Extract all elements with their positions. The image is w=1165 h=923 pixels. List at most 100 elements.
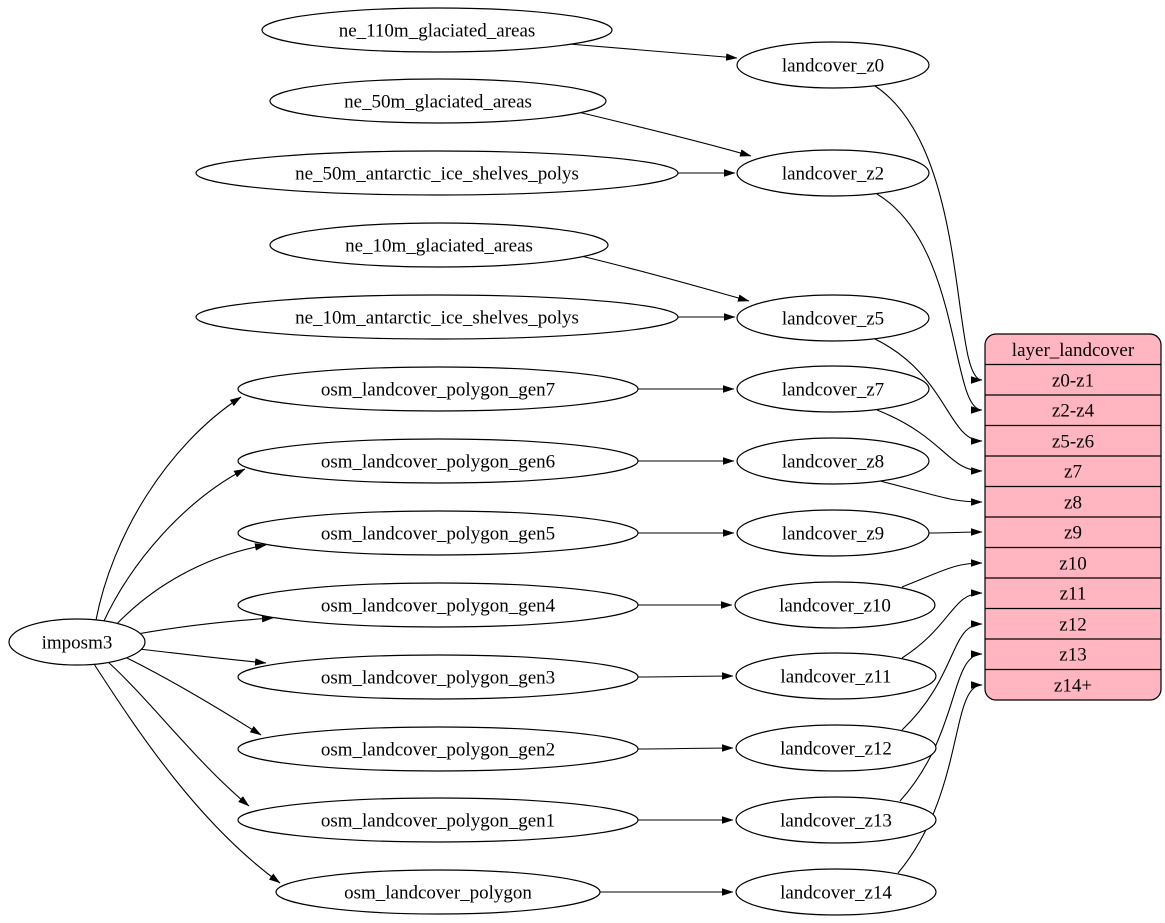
node-osm_landcover_polygon_gen3-shape [237,654,639,700]
edge-landcover_z9-row-z9 [928,528,983,536]
node-landcover_z11-shape [735,652,937,700]
node-landcover_z0-shape [736,41,930,89]
edge-ne_50m_glaciated_areas-landcover_z2 [577,111,752,157]
node-osm_landcover_polygon_gen6-shape [237,438,639,484]
node-osm_landcover_polygon_gen2-shape [237,726,639,772]
edge-imposm3-osm_landcover_polygon_gen4 [136,615,274,635]
node-osm_landcover_polygon_gen3: osm_landcover_polygon_gen3 [237,654,639,700]
node-osm_landcover_polygon_gen1-label: osm_landcover_polygon_gen1 [321,811,555,832]
table-row-z5-z6: z5-z6 [1052,432,1094,453]
table-row-z12: z12 [1059,615,1086,636]
node-landcover_z13-shape [735,796,937,844]
node-osm_landcover_polygon_gen4-label: osm_landcover_polygon_gen4 [321,596,556,617]
node-ne_10m_antarctic_ice_shelves_polys-label: ne_10m_antarctic_ice_shelves_polys [295,308,579,329]
node-landcover_z9: landcover_z9 [736,509,930,557]
edge-imposm3-osm_landcover_polygon_gen5 [112,543,267,629]
node-landcover_z10: landcover_z10 [734,581,936,629]
edge-layer [93,43,983,896]
edge-imposm3-osm_landcover_polygon [93,663,281,884]
node-osm_landcover_polygon_gen5-label: osm_landcover_polygon_gen5 [321,524,555,545]
node-ne_10m_antarctic_ice_shelves_polys: ne_10m_antarctic_ice_shelves_polys [195,294,679,340]
node-landcover_z13-label: landcover_z13 [780,811,892,832]
edge-landcover_z14-row-z14 [897,681,983,874]
node-ne_10m_glaciated_areas: ne_10m_glaciated_areas [269,222,609,268]
node-landcover_z14: landcover_z14 [735,868,937,916]
edge-landcover_z8-row-z8 [879,480,983,506]
node-ne_50m_glaciated_areas-label: ne_50m_glaciated_areas [344,92,532,113]
table-row-z8: z8 [1064,493,1082,514]
node-osm_landcover_polygon-label: osm_landcover_polygon [344,883,532,904]
node-imposm3-label: imposm3 [42,633,113,654]
edge-ne_10m_glaciated_areas-landcover_z5 [580,255,750,302]
edge-imposm3-osm_landcover_polygon_gen2 [122,655,262,736]
node-osm_landcover_polygon_gen3-label: osm_landcover_polygon_gen3 [321,668,555,689]
node-osm_landcover_polygon_gen7-shape [237,366,639,412]
node-landcover_z9-shape [736,509,930,557]
node-osm_landcover_polygon: osm_landcover_polygon [275,869,601,915]
node-landcover_z10-shape [734,581,936,629]
node-osm_landcover_polygon_gen5: osm_landcover_polygon_gen5 [237,510,639,556]
node-ne_10m_antarctic_ice_shelves_polys-shape [195,294,679,340]
edge-landcover_z0-row-z0-z1 [874,85,983,384]
edge-imposm3-osm_landcover_polygon_gen1 [106,660,250,807]
node-landcover_z5-label: landcover_z5 [782,309,884,330]
node-layer_landcover: layer_landcover z0-z1 z2-z4 z5-z6 z7 z8 … [984,333,1162,701]
node-landcover_z13: landcover_z13 [735,796,937,844]
node-landcover_z2: landcover_z2 [736,149,930,197]
node-osm_landcover_polygon_gen2-label: osm_landcover_polygon_gen2 [321,740,555,761]
node-landcover_z9-label: landcover_z9 [782,524,884,545]
node-landcover_z8-label: landcover_z8 [782,452,884,473]
node-osm_landcover_polygon_gen6: osm_landcover_polygon_gen6 [237,438,639,484]
table-row-z14: z14+ [1054,676,1092,697]
edge-osm_landcover_polygon_gen2-landcover_z12 [637,744,734,752]
node-landcover_z5: landcover_z5 [736,294,930,342]
edge-imposm3-osm_landcover_polygon_gen6 [102,468,246,624]
node-landcover_z12: landcover_z12 [735,724,937,772]
node-ne_110m_glaciated_areas-shape [261,7,613,53]
node-osm_landcover_polygon_gen6-label: osm_landcover_polygon_gen6 [321,452,555,473]
node-landcover_z0: landcover_z0 [736,41,930,89]
node-osm_landcover_polygon_gen1: osm_landcover_polygon_gen1 [237,797,639,843]
edge-landcover_z11-row-z11 [901,589,983,659]
node-ne_50m_antarctic_ice_shelves_polys-shape [195,150,679,196]
node-osm_landcover_polygon_gen1-shape [237,797,639,843]
node-landcover_z14-shape [735,868,937,916]
node-imposm3: imposm3 [8,618,146,666]
table-row-z7: z7 [1064,462,1082,483]
edge-imposm3-osm_landcover_polygon_gen7 [95,396,242,621]
table-row-z2-z4: z2-z4 [1052,401,1095,422]
node-ne_110m_glaciated_areas-label: ne_110m_glaciated_areas [339,21,536,42]
table-row-z10: z10 [1059,554,1086,575]
node-landcover_z0-label: landcover_z0 [782,56,884,77]
node-osm_landcover_polygon_gen4-shape [237,582,639,628]
node-ne_50m_antarctic_ice_shelves_polys-label: ne_50m_antarctic_ice_shelves_polys [295,164,579,185]
node-landcover_z8-shape [736,437,930,485]
node-landcover_z12-shape [735,724,937,772]
edge-landcover_z12-row-z12 [901,620,983,731]
node-landcover_z11: landcover_z11 [735,652,937,700]
node-landcover_z14-label: landcover_z14 [780,883,892,904]
node-ne_50m_antarctic_ice_shelves_polys: ne_50m_antarctic_ice_shelves_polys [195,150,679,196]
node-landcover_z5-shape [736,294,930,342]
node-osm_landcover_polygon_gen7: osm_landcover_polygon_gen7 [237,366,639,412]
edge-landcover_z13-row-z13 [899,650,983,802]
table-row-z0-z1: z0-z1 [1052,371,1094,392]
node-osm_landcover_polygon-shape [275,869,601,915]
node-imposm3-shape [8,618,146,666]
node-osm_landcover_polygon_gen7-label: osm_landcover_polygon_gen7 [321,380,555,401]
node-landcover_z2-shape [736,149,930,197]
node-ne_10m_glaciated_areas-shape [269,222,609,268]
table-row-z9: z9 [1064,523,1082,544]
edge-landcover_z10-row-z10 [901,559,983,588]
node-landcover_z12-label: landcover_z12 [780,739,892,760]
node-ne_10m_glaciated_areas-label: ne_10m_glaciated_areas [345,236,533,257]
node-layer: ne_110m_glaciated_areas ne_50m_glaciated… [8,7,937,916]
node-ne_50m_glaciated_areas-shape [269,78,607,124]
node-landcover_z7-shape [736,365,930,413]
node-osm_landcover_polygon_gen5-shape [237,510,639,556]
node-osm_landcover_polygon_gen2: osm_landcover_polygon_gen2 [237,726,639,772]
table-row-z11: z11 [1060,584,1087,605]
edge-ne_110m_glaciated_areas-landcover_z0 [568,43,738,61]
